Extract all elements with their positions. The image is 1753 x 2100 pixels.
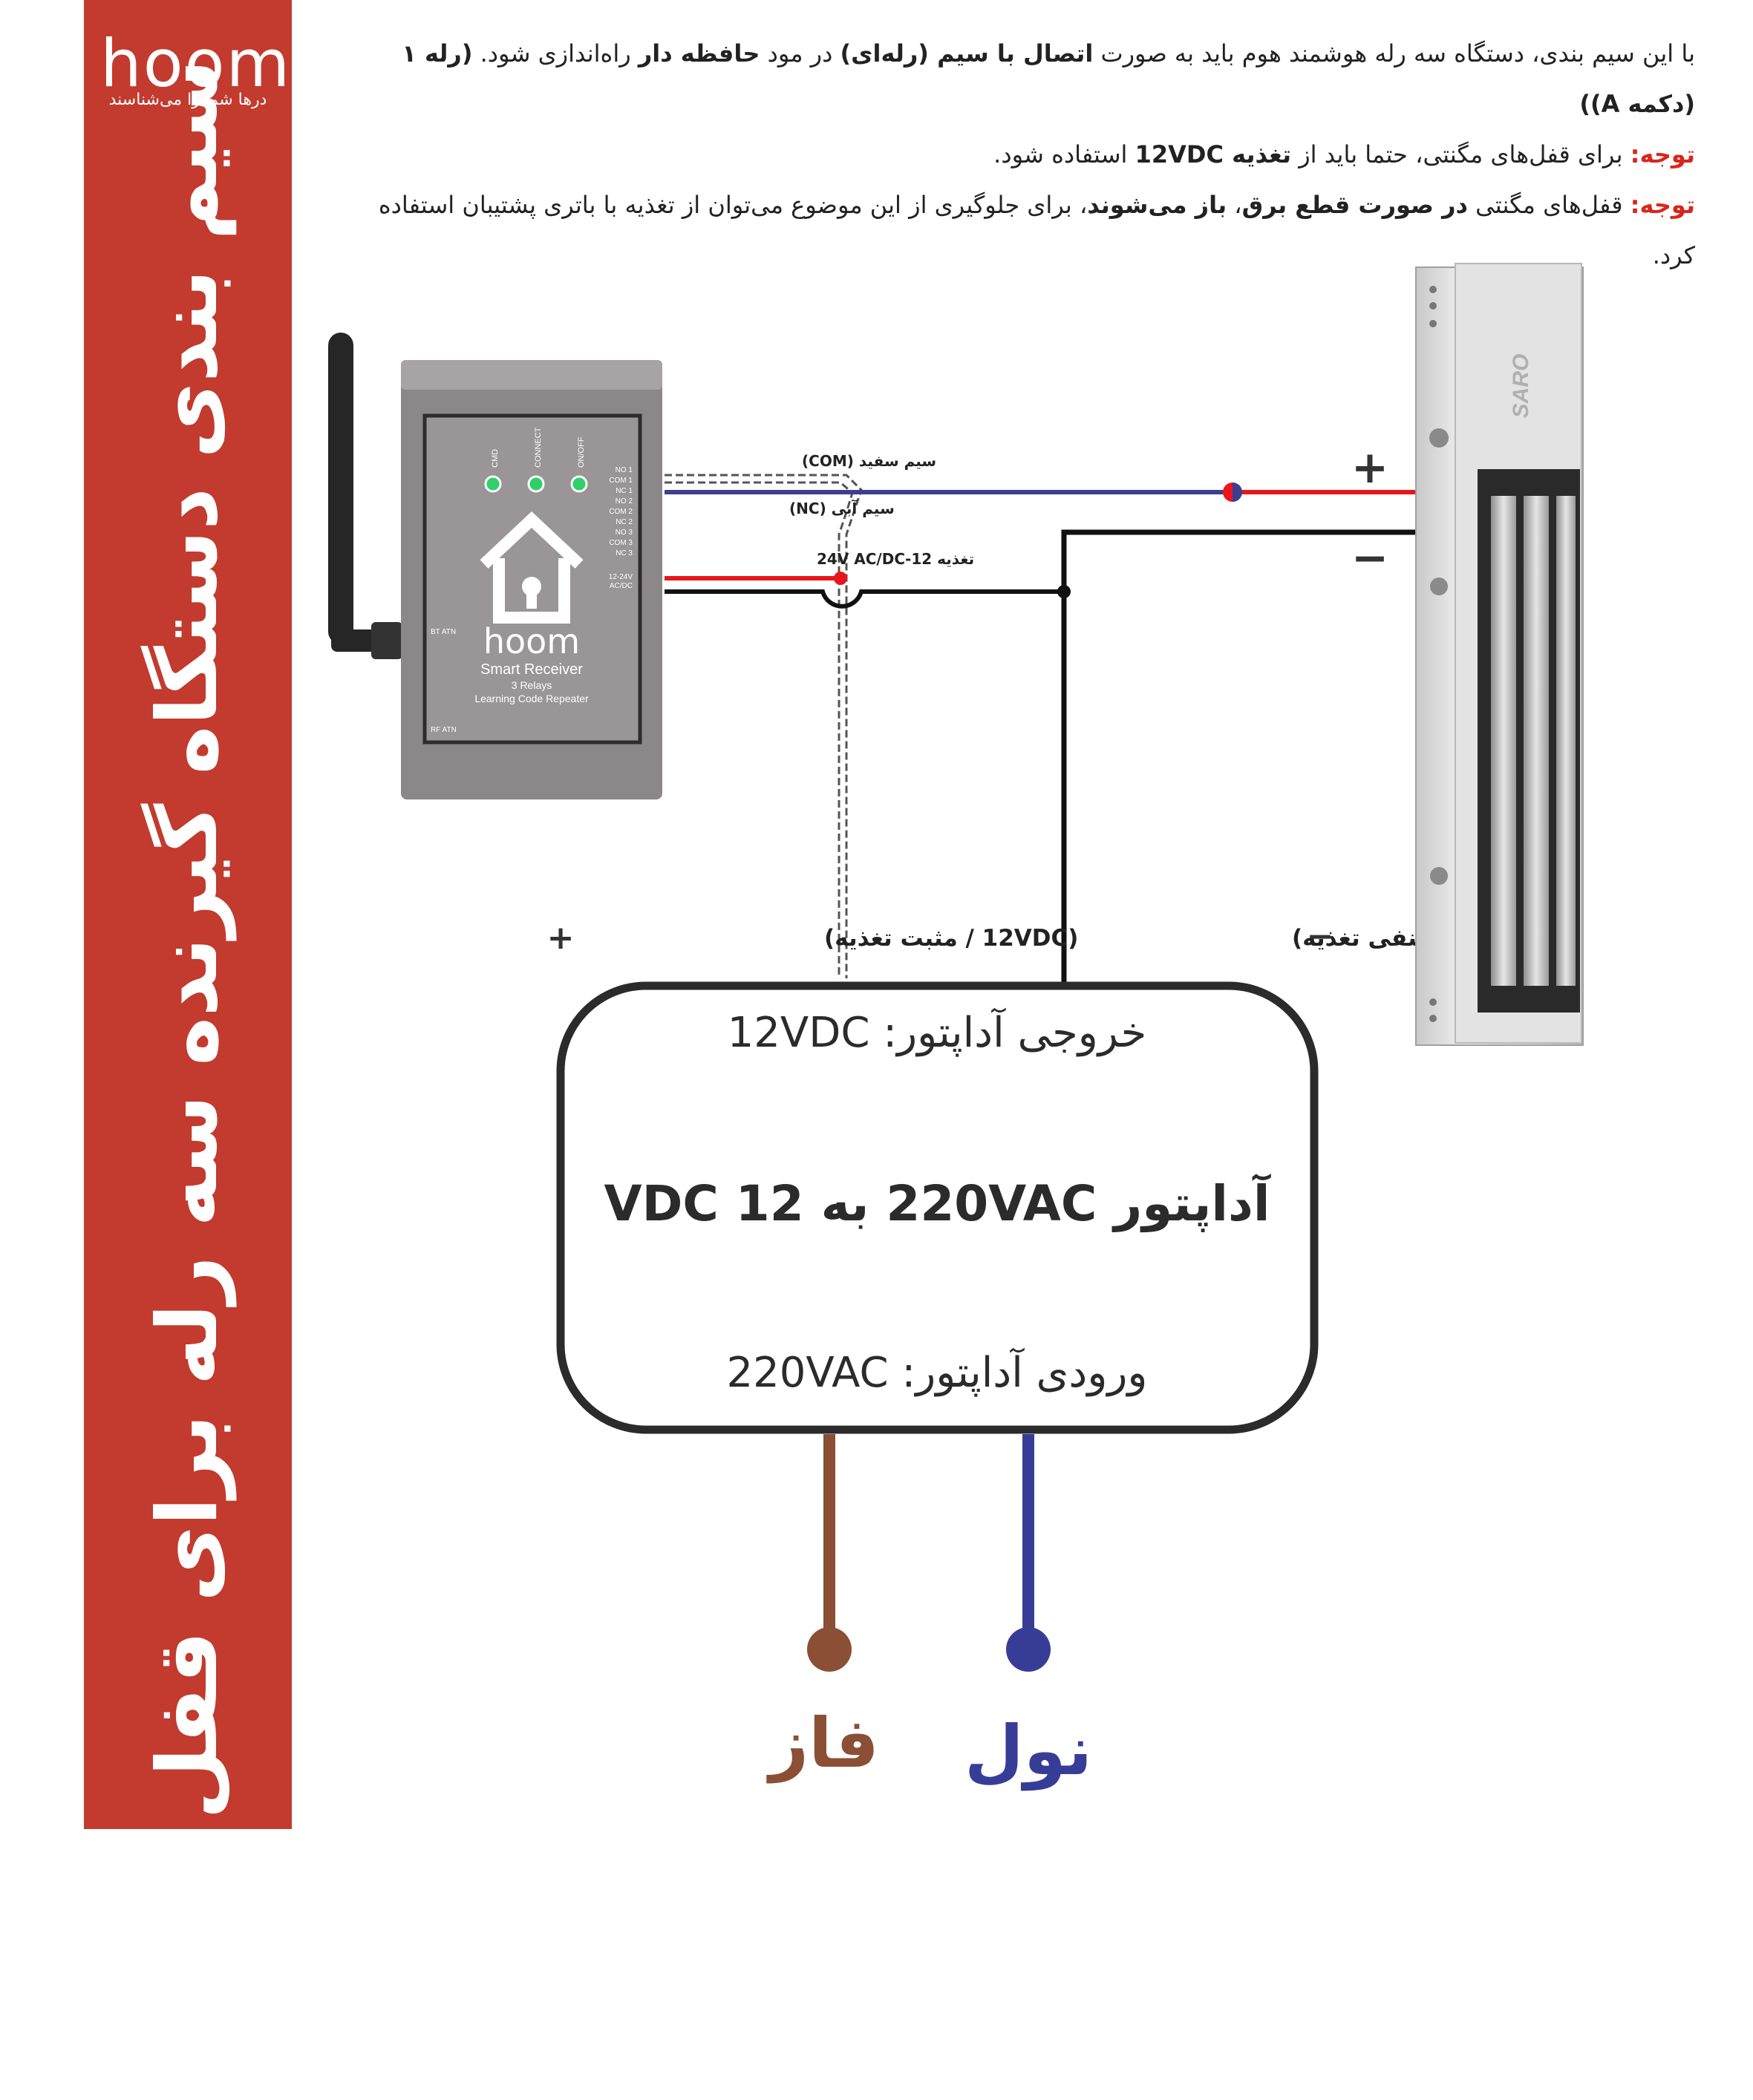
terminal-no3: NO 3: [616, 529, 633, 537]
lock-brand: SARO: [1509, 354, 1533, 419]
receiver-subtitle: Learning Code Repeater: [474, 693, 589, 704]
house-icon: [480, 511, 584, 624]
adapter-title: آداپتور 220VAC به 12 VDC: [604, 1173, 1270, 1233]
brand-tagline: درها شما را می‌شناسند: [108, 91, 267, 109]
rf-antenna-label: RF ATN: [431, 726, 457, 734]
positive-symbol: +: [547, 919, 575, 957]
blue-wire-label: سیم آبی (NC): [789, 499, 895, 517]
receiver-logo: hoom: [483, 621, 580, 661]
terminal-com3: COM 3: [609, 539, 633, 547]
white-wire-label: سیم سفید (COM): [802, 452, 936, 470]
power-negative-wire: [665, 589, 1062, 609]
intro-text: با این سیم بندی، دستگاه سه رله هوشمند هو…: [344, 28, 1695, 281]
terminal-nc1: NC 1: [616, 487, 633, 495]
neutral-label: نول: [964, 1711, 1092, 1791]
adapter-output-label: خروجی آداپتور: 12VDC: [728, 1007, 1147, 1057]
onoff-led: [570, 475, 588, 493]
connect-led: [527, 475, 545, 493]
intro-line-1: با این سیم بندی، دستگاه سه رله هوشمند هو…: [402, 39, 1695, 118]
terminal-no2: NO 2: [616, 497, 633, 506]
power-positive-junction: [834, 572, 847, 585]
brand-logo: hoom: [100, 25, 292, 102]
bt-antenna-label: BT ATN: [431, 628, 456, 636]
neutral-terminal: [1006, 1627, 1051, 1672]
sidebar: [84, 0, 292, 1829]
terminal-power-2: AC/DC: [610, 582, 633, 590]
phase-label: فاز: [766, 1704, 879, 1783]
power-wire-label: تغذیه 12-24V AC/DC: [817, 550, 974, 568]
led-label-connect: CONNECT: [534, 427, 543, 468]
phase-terminal: [807, 1627, 852, 1672]
note-2: توجه: قفل‌های مگنتی در صورت قطع برق، باز…: [378, 191, 1695, 269]
receiver-relays: 3 Relays: [512, 679, 552, 691]
cmd-led: [484, 475, 502, 493]
note-1: توجه: برای قفل‌های مگنتی، حتما باید از ت…: [993, 140, 1695, 169]
magnetic-lock: SARO: [1415, 263, 1584, 1046]
terminal-no1: NO 1: [616, 466, 633, 474]
power-adapter: [556, 981, 1319, 1434]
terminal-nc3: NC 3: [616, 549, 633, 557]
terminal-com1: COM 1: [609, 477, 633, 485]
lock-negative-symbol: −: [1351, 532, 1388, 584]
terminal-nc2: NC 2: [616, 518, 633, 526]
antenna-icon: [328, 333, 402, 659]
receiver-name: Smart Receiver: [480, 661, 583, 678]
wiring-diagram: CMD CONNECT ON/OFF NO 1 COM 1 NC 1 NO 2 …: [328, 263, 1584, 1791]
terminal-power-1: 12-24V: [609, 573, 633, 581]
positive-supply-label: (12VDC / مثبت تغذیه): [824, 925, 1078, 952]
keyhole-icon: [522, 577, 541, 609]
adapter-negative-wire: [1061, 529, 1416, 987]
white-com-wire: [665, 474, 863, 978]
adapter-input-label: ورودی آداپتور: 220VAC: [727, 1347, 1148, 1397]
led-label-onoff: ON/OFF: [577, 436, 586, 468]
led-label-cmd: CMD: [491, 449, 500, 468]
lock-positive-symbol: +: [1351, 442, 1388, 494]
terminal-com2: COM 2: [609, 508, 633, 516]
negative-symbol: −: [1307, 917, 1334, 955]
smart-receiver: CMD CONNECT ON/OFF NO 1 COM 1 NC 1 NO 2 …: [401, 360, 662, 799]
